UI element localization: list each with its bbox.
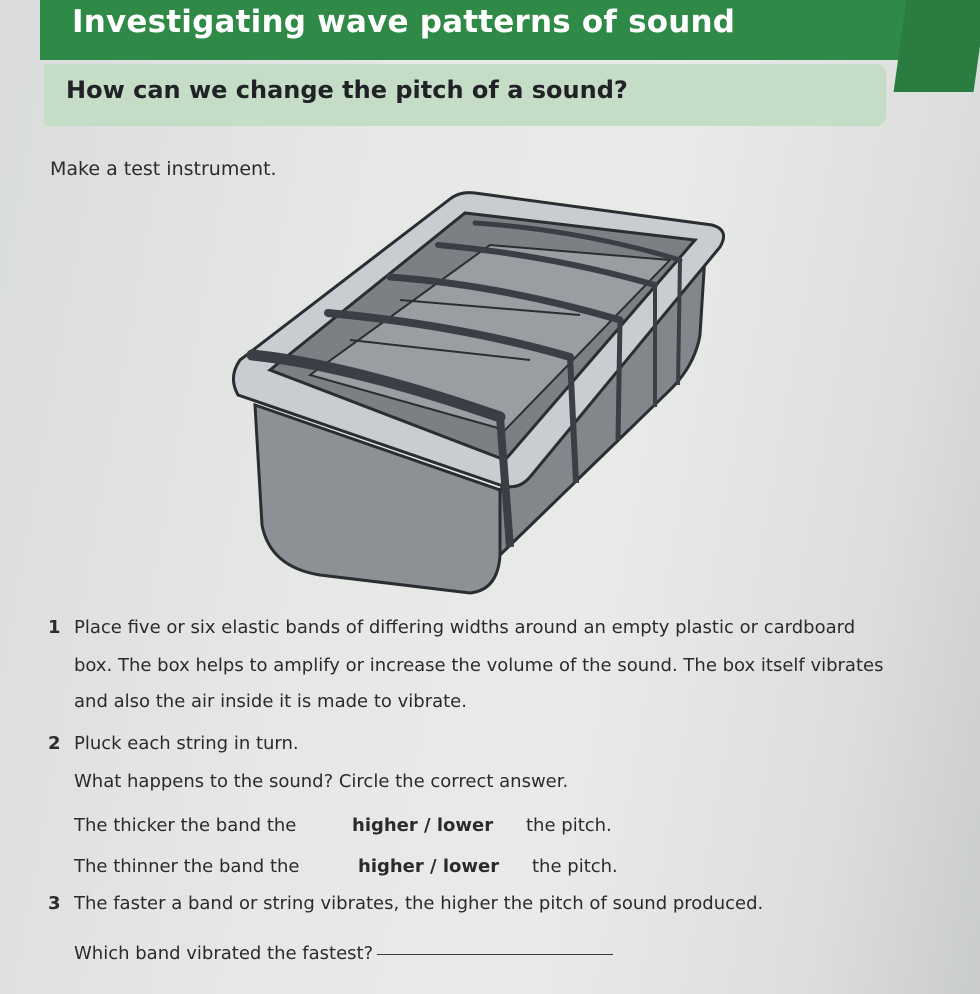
answer-line[interactable] [377,954,614,955]
step-1-line-3: and also the air inside it is made to vi… [74,691,467,712]
elastic-band-5 [472,220,683,263]
step-1-line-1: Place five or six elastic bands of diffe… [74,617,856,638]
choice-after: the pitch. [532,856,618,877]
elastic-band-2 [324,309,574,361]
step-2-text: Pluck each string in turn. [74,733,299,754]
intro-text: Make a test instrument. [50,158,277,180]
banner-fold [893,0,980,92]
step-2: 2 Pluck each string in turn. [48,726,299,762]
step-1-line-2: box. The box helps to amplify or increas… [74,655,884,676]
rubber-band-box-illustration [232,191,726,595]
question-banner [44,64,886,126]
step-number: 3 [48,893,61,914]
step-1: 1 Place five or six elastic bands of diff… [48,610,855,646]
choice-before: The thicker the band the [74,815,297,836]
step-3-prompt: Which band vibrated the fastest? [74,943,374,964]
step-3-text: The faster a band or string vibrates, th… [74,893,764,914]
choice-row-thinner: The thinner the band the higher / lower … [74,856,634,880]
choice-after: the pitch. [526,815,612,836]
higher-lower-choice[interactable]: higher / lower [352,815,494,836]
box-front-face [253,402,502,595]
lesson-question: How can we change the pitch of a sound? [66,76,628,104]
elastic-band-1 [246,349,506,423]
choice-row-thicker: The thicker the band the higher / lower … [74,815,634,839]
step-2-prompt: What happens to the sound? Circle the co… [74,771,569,792]
higher-lower-choice[interactable]: higher / lower [358,856,500,877]
elastic-band-3 [386,273,624,324]
choice-before: The thinner the band the [74,856,300,877]
step-number: 2 [48,733,61,754]
step-number: 1 [48,617,61,638]
box-rim [232,191,726,489]
elastic-band-4 [435,242,658,288]
step-3: 3 The faster a band or string vibrates, t… [48,886,763,922]
page-title: Investigating wave patterns of sound [72,4,736,40]
title-banner [40,0,980,92]
step-3-question: Which band vibrated the fastest? [74,936,614,971]
